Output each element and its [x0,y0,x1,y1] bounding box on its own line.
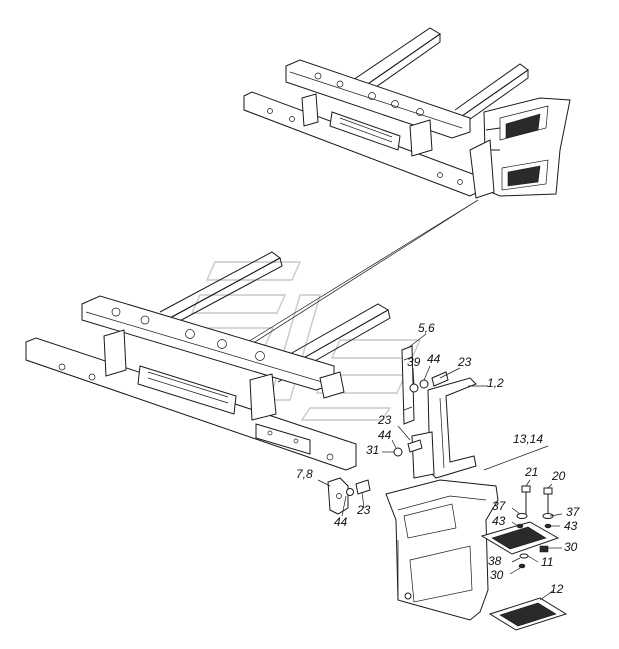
leader-line [237,199,479,349]
callout-37-left: 37 [492,499,506,513]
callout-44-top: 44 [427,352,441,366]
lower-frame-assembly [25,251,391,471]
callout-44-low: 44 [334,515,348,529]
callout-leaders [317,333,563,601]
step-housing-13-14 [385,479,499,621]
callout-30-left: 30 [490,568,504,582]
callout-12: 12 [550,582,564,596]
callout-44-mid: 44 [378,428,392,442]
bracket-1-2 [411,377,477,479]
callout-7-8: 7,8 [296,467,313,481]
callout-30-right: 30 [564,540,578,554]
callout-5-6: 5,6 [418,321,435,335]
callout-13-14: 13,14 [513,432,544,446]
callout-39: 39 [407,355,421,369]
callout-37-right: 37 [566,505,580,519]
leader-line [235,199,479,355]
callout-23-top: 23 [458,355,472,369]
callout-23-mid: 23 [378,413,392,427]
callout-43-left: 43 [492,514,506,528]
bracket-7-8 [327,477,371,515]
callout-23-low: 23 [357,503,371,517]
bolts-20-21 [516,485,554,569]
callout-31: 31 [366,443,380,457]
callout-38: 38 [488,554,502,568]
callout-20: 20 [552,469,566,483]
step-plate-11 [480,521,560,555]
callout-43-right: 43 [564,519,578,533]
callout-21: 21 [525,465,539,479]
top-frame-overview [243,27,571,199]
step-plate-12 [488,597,568,631]
callout-11: 11 [541,555,554,569]
callout-1-2: 1,2 [487,376,504,390]
